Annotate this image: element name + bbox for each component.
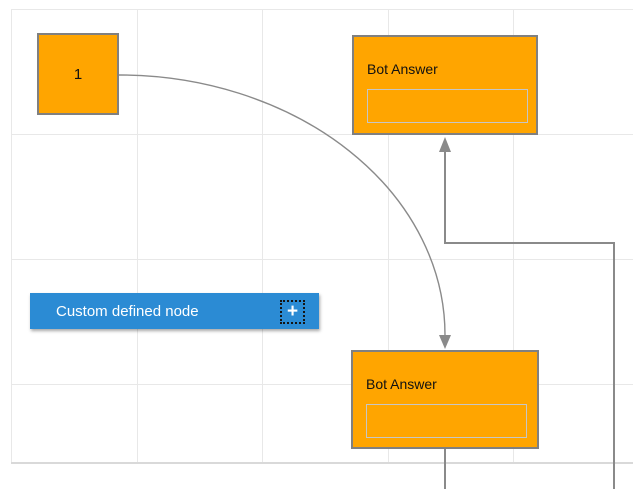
orthogonal-connector[interactable]	[444, 151, 615, 489]
add-node-button[interactable]: +	[280, 300, 305, 324]
grid	[11, 9, 633, 464]
bot-answer-node-top[interactable]: Bot Answer	[352, 35, 538, 135]
node-1-label: 1	[73, 65, 83, 83]
bot-answer-node-bottom[interactable]: Bot Answer	[351, 350, 539, 449]
node-1[interactable]: 1	[37, 33, 119, 115]
curved-connector[interactable]	[118, 74, 446, 336]
arrowhead-up-icon	[439, 137, 451, 152]
custom-node-label: Custom defined node	[56, 302, 199, 320]
bot-answer-input[interactable]	[367, 89, 528, 123]
bot-answer-title: Bot Answer	[367, 61, 438, 77]
plus-icon: +	[286, 300, 299, 322]
arrowhead-down-icon	[439, 335, 451, 349]
bot-answer-title: Bot Answer	[366, 376, 437, 392]
custom-defined-node[interactable]: Custom defined node +	[30, 293, 319, 329]
bot-answer-input[interactable]	[366, 404, 527, 438]
